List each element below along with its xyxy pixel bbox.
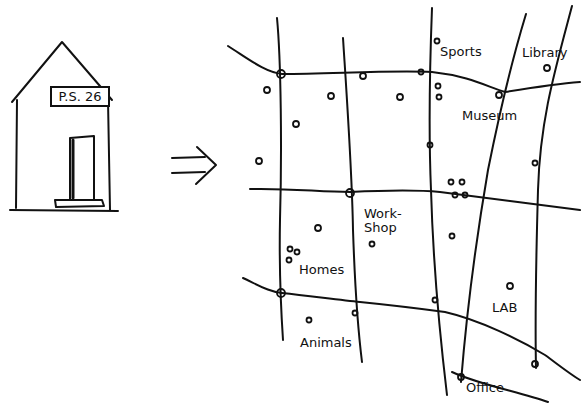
door-step [55,200,104,207]
ground-line [10,210,118,211]
place-label: Homes [299,263,359,277]
wall-line [108,100,110,210]
implies-arrow [172,147,216,184]
sign-text: P.S. 26 [54,88,105,105]
place-label: Library [522,46,580,60]
door-frame [70,136,94,200]
street-lines [228,6,580,402]
place-dots [256,39,550,381]
place-label: Animals [300,336,370,350]
place-label: Work- Shop [364,207,408,234]
place-label: Museum [462,109,532,123]
door-edge [72,140,75,198]
school-house [10,42,118,211]
place-label: Office [466,381,526,395]
place-label: LAB [492,301,532,315]
place-label: Sports [440,45,500,59]
sign-box: P.S. 26 [50,86,110,107]
wall-line [16,100,17,208]
